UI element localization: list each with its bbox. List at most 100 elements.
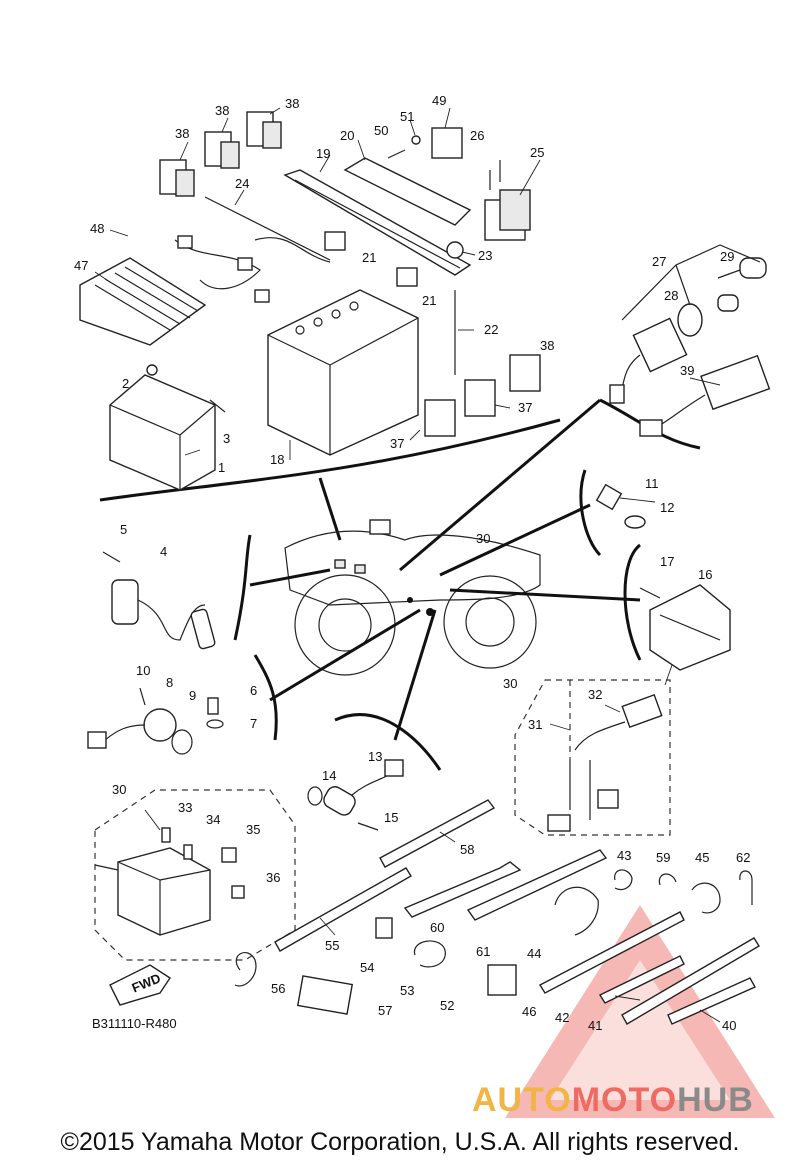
label-18: 18 [270,452,284,467]
clamp-54 [375,917,393,939]
label-1: 1 [218,460,225,475]
label-40: 40 [722,1018,736,1033]
label-27: 27 [652,254,666,269]
clamp-57 [296,975,354,1015]
divider-to-lower [269,608,421,702]
clamp-53 [414,940,446,968]
label-30-right: 30 [503,676,517,691]
label-56: 56 [271,981,285,996]
clamp-45 [691,882,721,914]
clamp-43 [614,869,633,891]
label-13: 13 [368,749,382,764]
label-41: 41 [588,1018,602,1033]
connector-c [254,289,270,303]
label-33: 33 [178,800,192,815]
label-44: 44 [527,946,541,961]
label-50: 50 [374,123,388,138]
label-31: 31 [528,717,542,732]
sensor-11 [595,483,623,511]
atv-outline [284,519,541,676]
label-6: 6 [250,683,257,698]
tie-41 [621,937,760,1025]
label-54: 54 [360,960,374,975]
coil-4 [111,579,216,650]
label-48: 48 [90,221,104,236]
bolt-50 [387,149,406,159]
label-55: 55 [325,938,339,953]
label-5: 5 [120,522,127,537]
clamp-62 [739,870,753,905]
label-62: 62 [736,850,750,865]
divider-to-11 [439,503,591,577]
label-29: 29 [720,249,734,264]
label-2: 2 [122,376,129,391]
bracket-19 [283,169,472,276]
label-21-b: 21 [422,293,436,308]
battery-18 [267,289,419,456]
watermark-hub: HUB [677,1081,754,1119]
divider-to-right [399,398,601,572]
screw-3 [209,399,226,413]
oring-12 [624,515,646,529]
label-53: 53 [400,983,414,998]
label-17: 17 [660,554,674,569]
relay-25 [484,189,531,241]
label-60: 60 [430,920,444,935]
oring-14 [307,786,323,806]
wire-24 [204,196,331,261]
oring-9 [171,729,193,755]
label-59: 59 [656,850,670,865]
leader-lines [94,107,721,1023]
bolt-2 [146,364,158,376]
box-30-right [514,679,671,836]
divider-to-battery [318,477,342,541]
label-37-a: 37 [518,400,532,415]
label-19: 19 [316,146,330,161]
main-switch-27 [609,303,703,404]
label-30-left: 30 [112,782,126,797]
label-16: 16 [698,567,712,582]
bolt-5 [102,551,121,563]
label-38-a: 38 [175,126,189,141]
label-7: 7 [250,716,257,731]
label-38-d: 38 [540,338,554,353]
divider-lower-left [253,654,278,741]
label-37-b: 37 [390,436,404,451]
label-12: 12 [660,500,674,515]
switch-6 [207,697,219,715]
label-51: 51 [400,109,414,124]
divider-11-arc [579,469,602,557]
relay-38-d [509,354,541,392]
relay-37-b [424,399,456,437]
sensor-13 [323,759,404,816]
clamp-52 [487,964,517,996]
label-24: 24 [235,176,249,191]
rectifier-16 [649,584,731,671]
label-11: 11 [645,476,659,491]
watermark-moto: MOTO [571,1081,678,1119]
ecu-harness [174,239,261,290]
bolt-17 [639,587,661,599]
relay-38-c [246,111,282,149]
relay-38-b [204,131,240,169]
fwd-arrow [109,964,171,1006]
key-29 [717,257,767,312]
part-number-labels: 38 38 38 49 51 50 26 25 20 19 24 48 47 2… [74,93,750,1033]
connector-a [177,235,193,249]
label-38-c: 38 [285,96,299,111]
divider-to-16 [449,588,641,602]
clamp-59 [658,873,677,886]
label-61: 61 [476,944,490,959]
lead-27 [621,244,761,321]
tie-55 [274,867,412,952]
label-32: 32 [588,687,602,702]
tie-60 [403,861,522,918]
label-15: 15 [384,810,398,825]
label-14: 14 [322,768,336,783]
socket-39 [639,354,771,437]
sensor-8 [87,708,177,749]
label-43: 43 [617,848,631,863]
label-47: 47 [74,258,88,273]
tie-61 [466,849,608,921]
